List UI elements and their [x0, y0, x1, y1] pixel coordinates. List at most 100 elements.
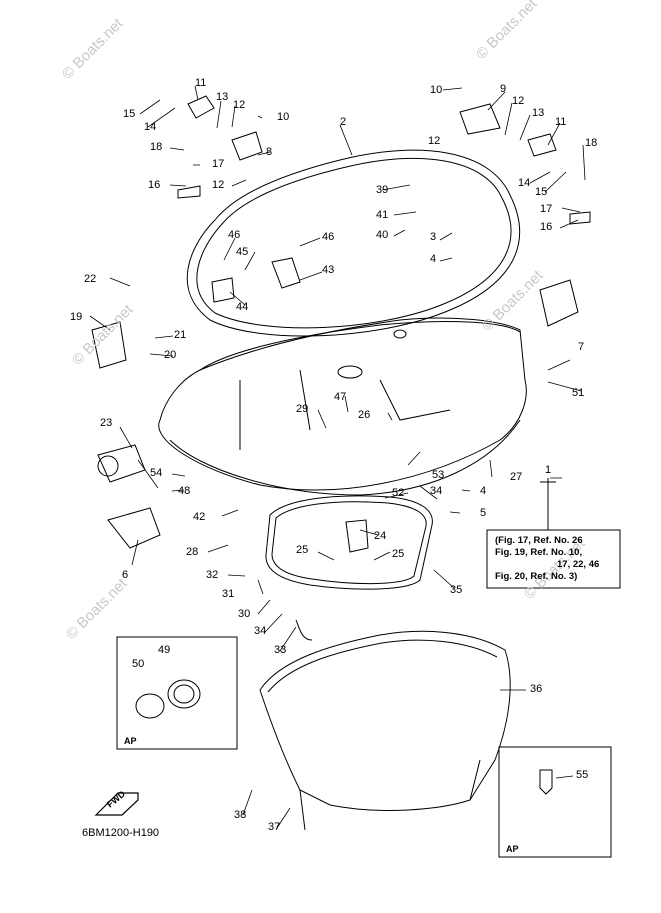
lock-23: [97, 444, 146, 483]
part-number-label-11-13: 11: [555, 116, 566, 128]
part-number-label-41-54: 41: [376, 209, 388, 221]
bracket-16-left: [177, 185, 201, 199]
lever-6: [107, 507, 161, 549]
inset-box-right: [498, 746, 612, 858]
part-number-label-13-18: 13: [216, 91, 228, 103]
part-number-label-23-34: 23: [100, 417, 112, 429]
part-number-label-39-52: 39: [376, 184, 388, 196]
cowling-seal-outer: [186, 149, 521, 337]
drain-hole: [337, 365, 363, 379]
part-number-label-33-45: 33: [274, 644, 286, 656]
part-number-label-5-5: 5: [480, 507, 486, 519]
bottom-cowling-rim: [199, 320, 521, 371]
part-number-label-42-55: 42: [193, 511, 205, 523]
part-number-label-12-14: 12: [233, 99, 245, 111]
bracket-16-right: [569, 211, 591, 225]
cowling-seal-inner: [196, 157, 512, 329]
lock-23-face: [97, 455, 119, 477]
bottom-cowling-body: [158, 317, 527, 491]
part-number-label-54-68: 54: [150, 467, 162, 479]
fwd-arrow: [94, 792, 139, 816]
bracket-9: [459, 103, 501, 135]
part-number-label-29-41: 29: [296, 403, 308, 415]
cowling-rib-3: [379, 379, 451, 421]
part-number-label-40-53: 40: [376, 229, 388, 241]
part-number-label-46-59: 46: [228, 229, 240, 241]
part-number-label-35-48: 35: [450, 584, 462, 596]
grommet-49: [167, 679, 201, 709]
part-number-label-38-51: 38: [234, 809, 246, 821]
part-number-label-17-27: 17: [540, 203, 552, 215]
part-number-label-34-47: 34: [430, 485, 442, 497]
part-number-label-4-4: 4: [480, 485, 486, 497]
lower-seal-35: [265, 495, 433, 590]
part-number-label-14-21: 14: [518, 177, 530, 189]
clip-44: [211, 277, 235, 303]
part-number-label-46-60: 46: [322, 231, 334, 243]
bracket-8: [231, 131, 263, 161]
part-number-label-10-10: 10: [430, 84, 442, 96]
drawing-code: 6BM1200-H190: [82, 827, 159, 839]
part-number-label-16-25: 16: [540, 221, 552, 233]
part-number-label-24-35: 24: [374, 530, 386, 542]
fitting-55: [539, 769, 553, 795]
part-number-label-21-32: 21: [174, 329, 186, 341]
part-number-label-22-33: 22: [84, 273, 96, 285]
bracket-43: [271, 257, 301, 289]
part-number-label-16-24: 16: [148, 179, 160, 191]
grommet-49-inner: [173, 684, 195, 704]
bottom-cowling-lower-edge: [169, 419, 521, 496]
part-number-label-55-69: 55: [576, 769, 588, 781]
part-number-label-9-9: 9: [500, 83, 506, 95]
part-number-label-12-15: 12: [512, 95, 524, 107]
part-number-label-18-28: 18: [150, 141, 162, 153]
ap-label-right: AP: [506, 844, 519, 854]
bracket-11-left: [187, 95, 215, 119]
part-number-label-43-56: 43: [322, 264, 334, 276]
part-number-label-1-0: 1: [545, 464, 551, 476]
watermark-top-right: © Boats.net: [473, 0, 541, 63]
part-number-label-28-40: 28: [186, 546, 198, 558]
part-number-label-20-31: 20: [164, 349, 176, 361]
part-number-label-12-16: 12: [212, 179, 224, 191]
part-number-label-6-6: 6: [122, 569, 128, 581]
part-number-label-30-42: 30: [238, 608, 250, 620]
mount-boss: [393, 329, 407, 339]
part-number-label-27-39: 27: [510, 471, 522, 483]
part-number-label-4-3: 4: [430, 253, 436, 265]
ref-bracket-1: [540, 478, 556, 530]
part-number-label-51-65: 51: [572, 387, 584, 399]
leader-lines: [89, 85, 586, 829]
part-number-label-31-43: 31: [222, 588, 234, 600]
part-number-label-25-36: 25: [296, 544, 308, 556]
part-number-label-44-57: 44: [236, 301, 248, 313]
lower-cover-36: [259, 630, 511, 811]
inset-box-left: [116, 636, 238, 750]
reference-box: [486, 529, 621, 589]
lower-seal-35-inner: [271, 501, 427, 585]
part-number-label-32-44: 32: [206, 569, 218, 581]
watermark-lower-left: © Boats.net: [63, 575, 131, 643]
ref-line-1: (Fig. 17, Ref. No. 26: [495, 535, 583, 546]
part-number-label-17-26: 17: [212, 158, 224, 170]
part-number-label-52-66: 52: [392, 487, 404, 499]
part-number-label-15-22: 15: [123, 108, 135, 120]
part-number-label-15-23: 15: [535, 186, 547, 198]
watermark-top-left: © Boats.net: [59, 15, 127, 83]
part-number-label-37-50: 37: [268, 821, 280, 833]
grommet-24: [345, 519, 369, 553]
handle-7: [539, 279, 579, 327]
bracket-19: [91, 321, 127, 369]
part-number-label-49-63: 49: [158, 644, 170, 656]
part-number-label-45-58: 45: [236, 246, 248, 258]
part-number-label-19-30: 19: [70, 311, 82, 323]
part-number-label-10-11: 10: [277, 111, 289, 123]
fwd-label: FWD: [105, 788, 128, 809]
part-number-label-47-61: 47: [334, 391, 346, 403]
lower-cover-36-skirt: [299, 759, 481, 831]
part-number-label-2-1: 2: [340, 116, 346, 128]
part-number-label-14-20: 14: [144, 121, 156, 133]
part-number-label-8-8: 8: [266, 146, 272, 158]
bracket-11-right: [527, 133, 557, 157]
